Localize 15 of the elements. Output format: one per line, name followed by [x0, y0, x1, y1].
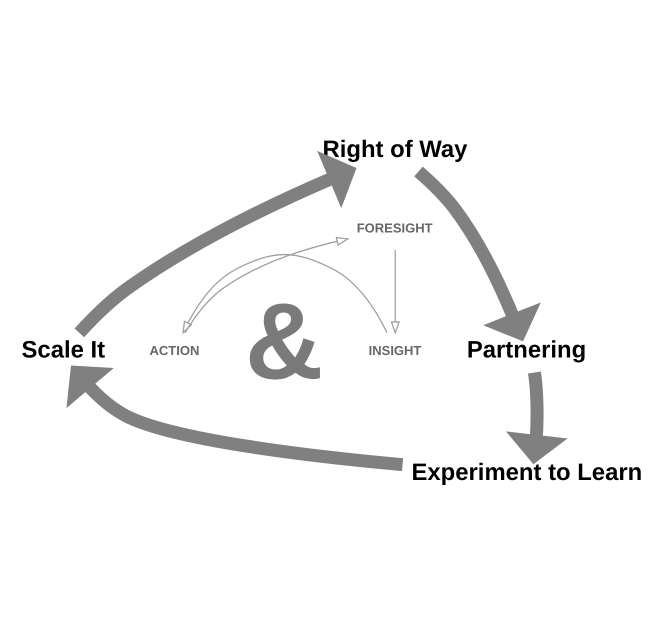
arrow: [414, 166, 541, 341]
arrow: [390, 249, 400, 334]
node-text: INSIGHT: [368, 342, 422, 358]
node-text: FORESIGHT: [356, 220, 433, 235]
arrow: [184, 236, 350, 333]
arrow: [74, 150, 357, 337]
arrow: [66, 364, 404, 471]
node-text: Experiment to Learn: [412, 458, 642, 486]
node-text: Partnering: [466, 336, 586, 364]
arrow: [182, 253, 388, 334]
node-text: Right of Way: [322, 135, 468, 162]
node-text: Scale It: [22, 336, 106, 364]
node-text: ACTION: [150, 342, 200, 358]
arrow: [506, 371, 568, 464]
label: &: [244, 280, 324, 402]
